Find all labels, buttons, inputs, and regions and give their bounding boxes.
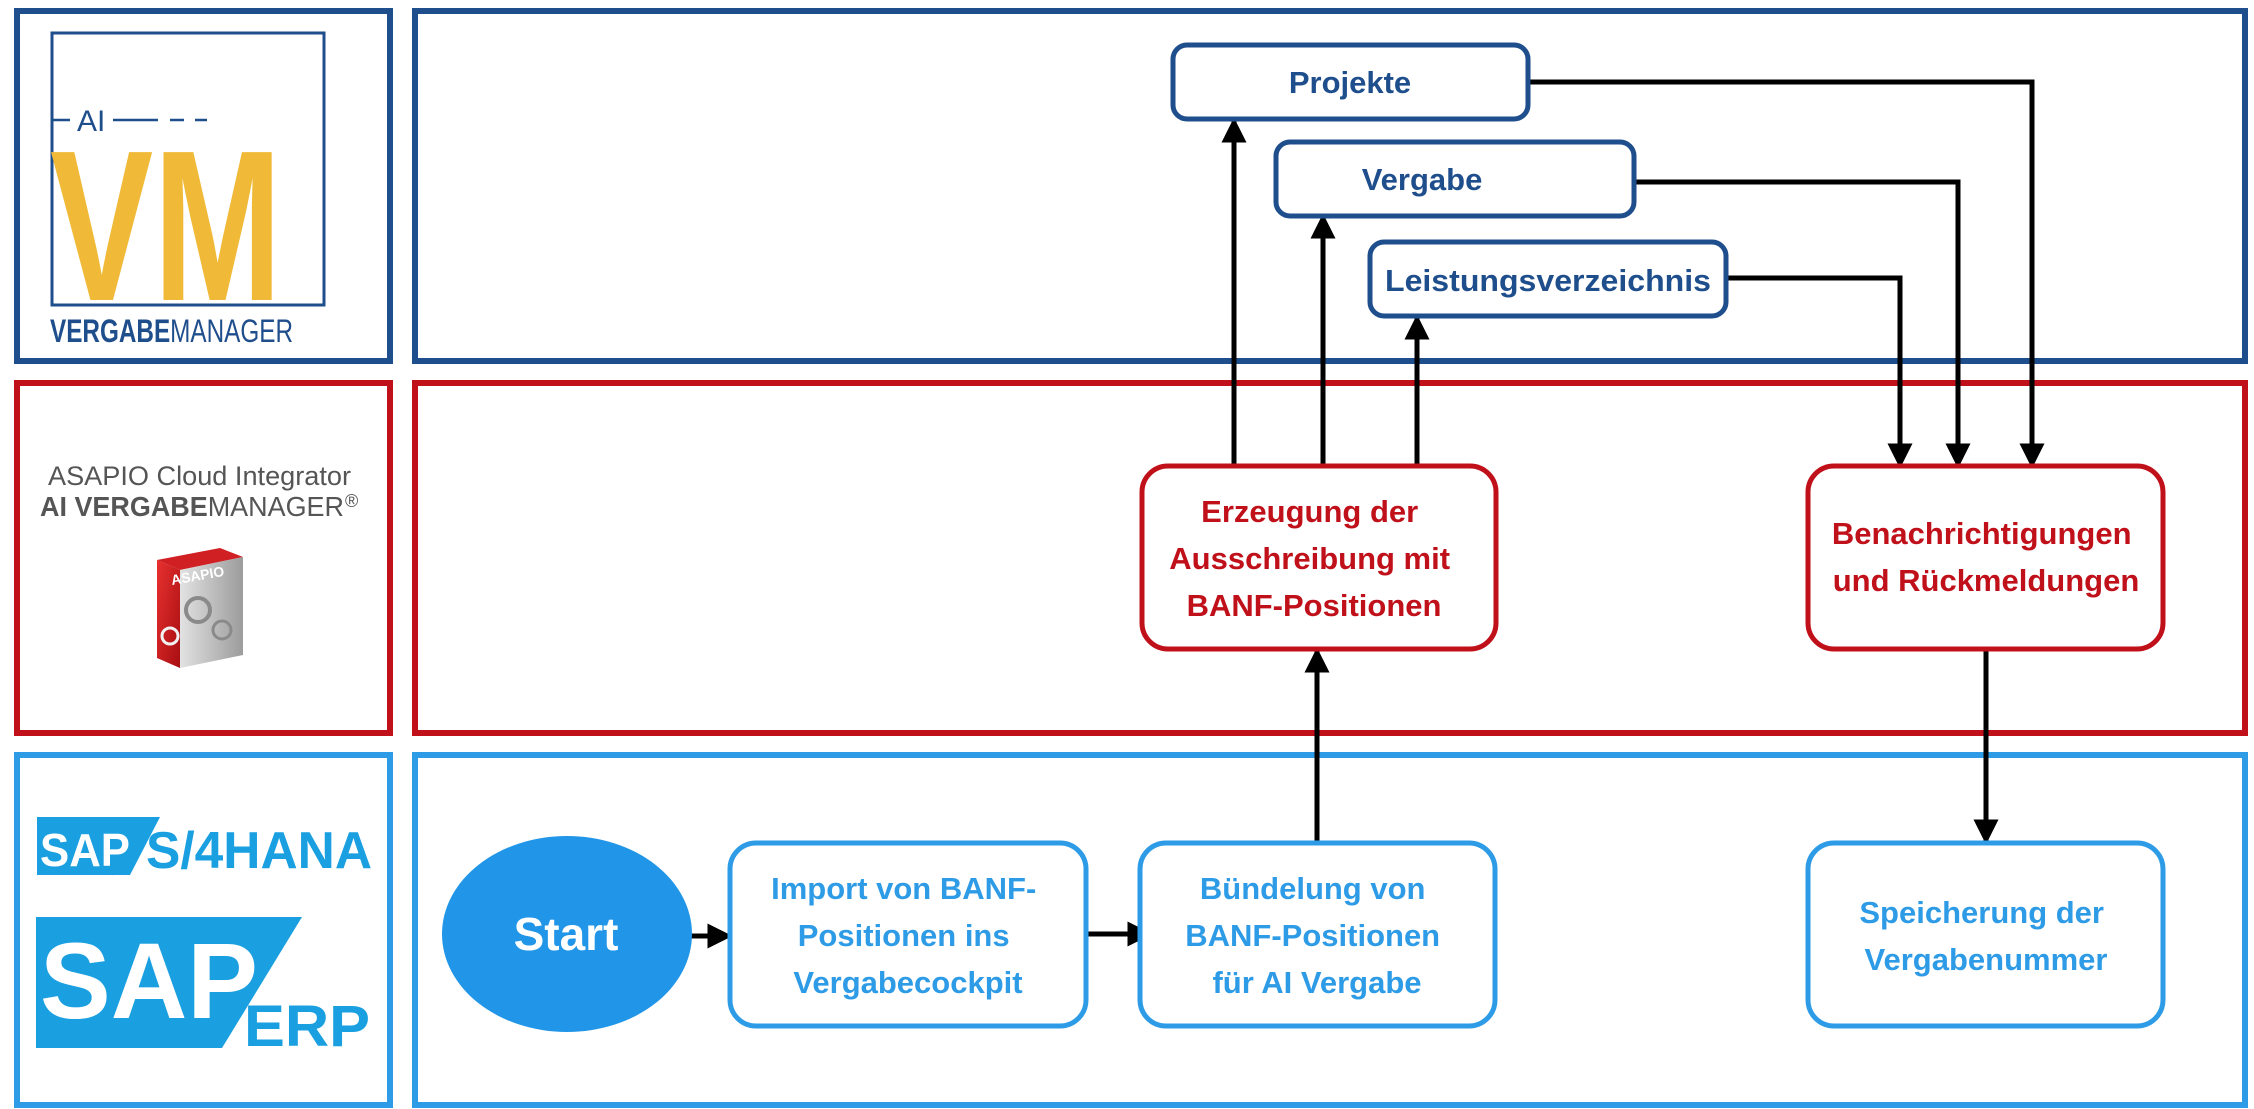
lane-ai-vergabemanager [14,8,2248,364]
asapio-registered: ® [345,491,358,511]
sap-s4hana-product: S/4HANA [146,822,372,880]
sap-erp-badge [36,917,302,1048]
lane-cloud-integrator [14,380,2248,736]
node-leistung-label: Leistungsverzeichnis [1385,263,1711,298]
asapio-gear-3 [160,626,180,646]
node-speicherung-line-1: Speicherung der [1859,895,2104,930]
sap-erp-logo: SAP ERP [36,917,370,1059]
arrow-leistung-to-benachrichtigung [1726,275,1913,469]
asapio-cloud-integrator-logo: ASAPIO Cloud Integrator AI VERGABEMANAGE… [40,461,358,668]
node-vergabe-label: Vergabe [1362,162,1483,197]
lane-ai-logo-frame [14,8,393,364]
sap-s4hana-badge-text: SAP [40,824,130,876]
logo-wordmark-light: MANAGER [170,313,293,349]
node-vergabe: Vergabe [1273,139,1637,219]
node-start-label: Start [514,908,619,960]
node-projekte-box [1170,42,1531,122]
lane-ai-content-frame [412,8,2248,364]
node-speicherung-line-2: Vergabenummer [1865,942,2108,977]
node-projekte-label: Projekte [1289,65,1411,100]
logo-wordmark-bold: VERGABE [50,313,170,349]
logo-ai-text: AI [77,105,105,138]
node-speicherung-label: Speicherung der Vergabenummer [1859,895,2112,977]
node-start: Start [442,836,692,1032]
node-buendelung-box [1137,840,1498,1029]
node-speicherung: Speicherung der Vergabenummer [1805,840,2166,1029]
node-import-line-2: Positionen ins [798,918,1010,953]
node-erzeugung-box [1139,463,1499,652]
node-buendelung-label: Bündelung von BANF-Positionen für AI Ver… [1185,871,1449,1000]
node-buendelung-line-2: BANF-Positionen [1185,918,1440,953]
node-buendelung-line-1: Bündelung von [1200,871,1426,906]
node-benachrichtigung-box [1805,463,2166,652]
asapio-title: ASAPIO Cloud Integrator [48,461,351,491]
node-import-line-1: Import von BANF- [771,871,1036,906]
node-benachrichtigung-line-1: Benachrichtigungen [1832,516,2132,551]
node-benachrichtigung-line-2: und Rückmeldungen [1833,563,2140,598]
sap-erp-product: ERP [244,994,370,1059]
asapio-box-top [157,548,243,570]
node-erzeugung-line-2: Ausschreibung mit [1169,541,1450,576]
node-import: Import von BANF- Positionen ins Vergabec… [727,840,1089,1029]
lane-sap-logo-frame [14,752,393,1108]
node-erzeugung: Erzeugung der Ausschreibung mit BANF-Pos… [1139,463,1499,652]
logo-frame [50,31,326,307]
node-import-label: Import von BANF- Positionen ins Vergabec… [771,871,1045,1000]
node-buendelung: Bündelung von BANF-Positionen für AI Ver… [1137,840,1498,1029]
node-projekte: Projekte [1170,42,1531,122]
asapio-gear-1 [184,596,212,624]
asapio-gear-2 [211,619,233,641]
sap-s4hana-registered: ® [108,863,118,878]
logo-vm-mark: VM [50,105,282,346]
sap-s4hana-logo: SAP S/4HANA ® [37,817,372,880]
node-start-ellipse [442,836,692,1032]
node-buendelung-line-3: für AI Vergabe [1212,965,1421,1000]
node-benachrichtigung: Benachrichtigungen und Rückmeldungen [1805,463,2166,652]
asapio-product-light: MANAGER [208,491,344,522]
node-erzeugung-label: Erzeugung der Ausschreibung mit BANF-Pos… [1169,494,1458,623]
node-import-line-3: Vergabecockpit [793,965,1022,1000]
sap-s4hana-badge [37,817,160,875]
sap-erp-badge-text: SAP [40,920,258,1041]
asapio-product-bold: AI VERGABE [40,491,208,522]
arrow-projekte-to-benachrichtigung [1528,79,2045,469]
node-speicherung-box [1805,840,2166,1029]
lane-sap [14,752,2248,1108]
lane-sap-content-frame [412,752,2248,1108]
asapio-box-icon: ASAPIO [157,548,243,668]
node-erzeugung-line-1: Erzeugung der [1201,494,1418,529]
connectors [667,79,2045,949]
lane-cloud-logo-frame [14,380,393,736]
ai-vergabemanager-logo: AI VM VERGABEMANAGER [50,31,326,349]
arrow-vergabe-to-benachrichtigung [1634,179,1971,469]
node-leistung-box [1367,239,1729,319]
asapio-product: AI VERGABEMANAGER [40,491,344,522]
lane-cloud-content-frame [412,380,2248,736]
node-vergabe-box [1273,139,1637,219]
node-erzeugung-line-3: BANF-Positionen [1187,588,1442,623]
node-leistungsverzeichnis: Leistungsverzeichnis [1367,239,1729,319]
node-import-box [727,840,1089,1029]
node-benachrichtigung-label: Benachrichtigungen und Rückmeldungen [1832,516,2140,598]
logo-wordmark: VERGABEMANAGER [50,313,293,349]
